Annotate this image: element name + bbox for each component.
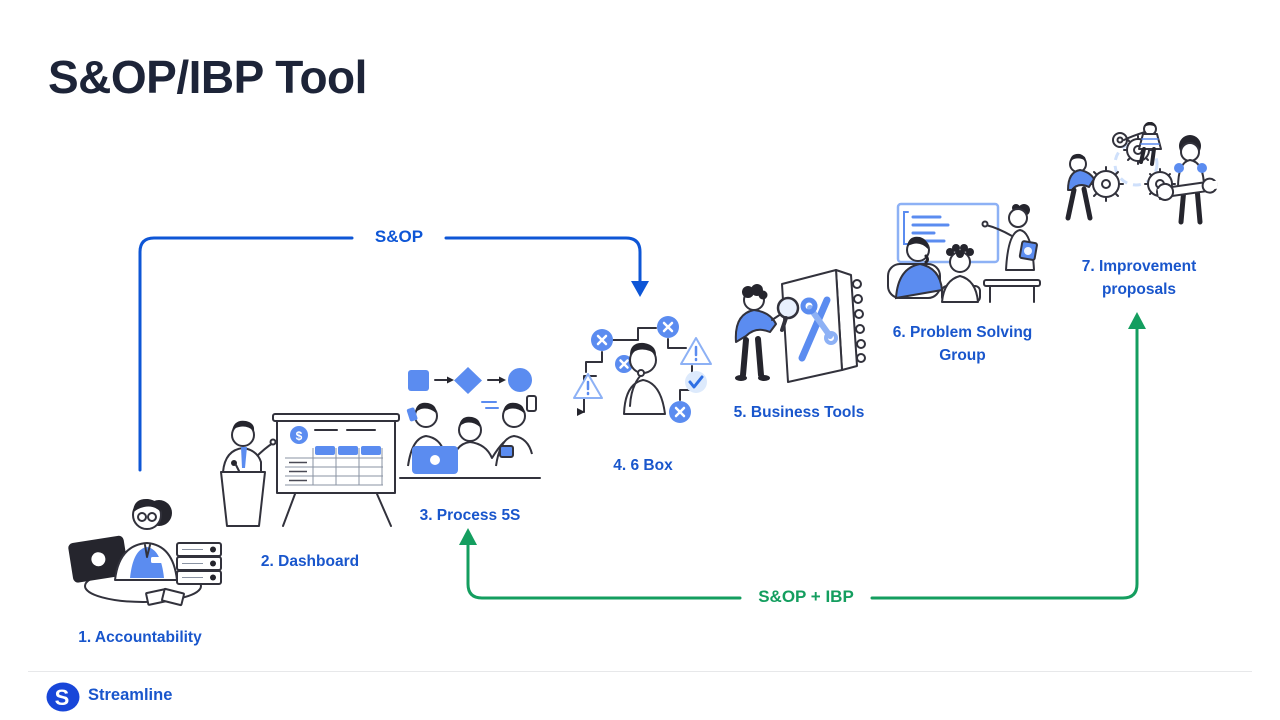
step-label: 7. Improvement proposals — [1081, 258, 1197, 298]
flowchart-shapes-icon — [408, 367, 532, 394]
sitting-person-icon — [1123, 122, 1162, 166]
step-label: 2. Dashboard — [260, 553, 360, 570]
sop-ibp-arrow-label: S&OP + IBP — [758, 587, 854, 606]
walking-person-icon — [1065, 153, 1095, 221]
page-title: S&OP/IBP Tool — [48, 51, 367, 103]
step-label: 5. Business Tools — [733, 404, 865, 421]
dashboard-illustration: $ — [220, 413, 400, 527]
step-7-improvement-proposals: 7. Improvement proposals — [1058, 122, 1220, 301]
step-3-process-5s: 3. Process 5S — [396, 362, 544, 527]
thinking-person-icon — [623, 342, 666, 415]
tool-book-icon — [781, 269, 866, 383]
seated-listeners-icon — [887, 236, 981, 303]
person-with-wrench-icon — [1156, 135, 1219, 225]
problem-solving-illustration — [887, 202, 1041, 303]
streamline-logo-icon: S — [46, 682, 80, 712]
step-label: 6. Problem Solving Group — [892, 324, 1033, 364]
footer-divider — [28, 671, 1252, 672]
business-tools-illustration — [734, 269, 866, 383]
step-1-accountability: 1. Accountability — [55, 483, 225, 649]
step-6-problem-solving-group: 6. Problem Solving Group — [880, 200, 1045, 367]
step-2-dashboard: $ — [215, 410, 405, 573]
step-label: 4. 6 Box — [613, 457, 673, 474]
flipchart-icon: $ — [272, 413, 400, 527]
person-with-magnifier-icon — [734, 284, 800, 381]
person-icon — [114, 498, 178, 581]
binders-icon — [176, 542, 222, 585]
sop-arrow-label: S&OP — [374, 227, 424, 246]
laptop-icon — [68, 535, 129, 583]
desk-icon — [983, 279, 1041, 303]
step-5-business-tools: 5. Business Tools — [724, 262, 874, 424]
brand-name: Streamline — [88, 686, 173, 704]
step-4-6-box: 4. 6 Box — [572, 312, 714, 477]
wrench-icon — [1156, 177, 1219, 201]
laptop-icon — [412, 446, 458, 474]
svg-text:$: $ — [296, 429, 303, 443]
decision-tree-icon — [573, 316, 712, 423]
presenter-icon — [220, 420, 277, 527]
step-label: 3. Process 5S — [419, 507, 521, 524]
accountability-illustration — [68, 498, 222, 607]
papers-icon — [145, 587, 185, 607]
step-label: 1. Accountability — [78, 629, 202, 646]
six-box-illustration — [573, 316, 712, 423]
improvement-proposals-illustration — [1065, 122, 1219, 225]
logo-letter: S — [55, 685, 70, 710]
standing-presenter-icon — [981, 204, 1038, 271]
process-5s-illustration — [399, 367, 541, 479]
